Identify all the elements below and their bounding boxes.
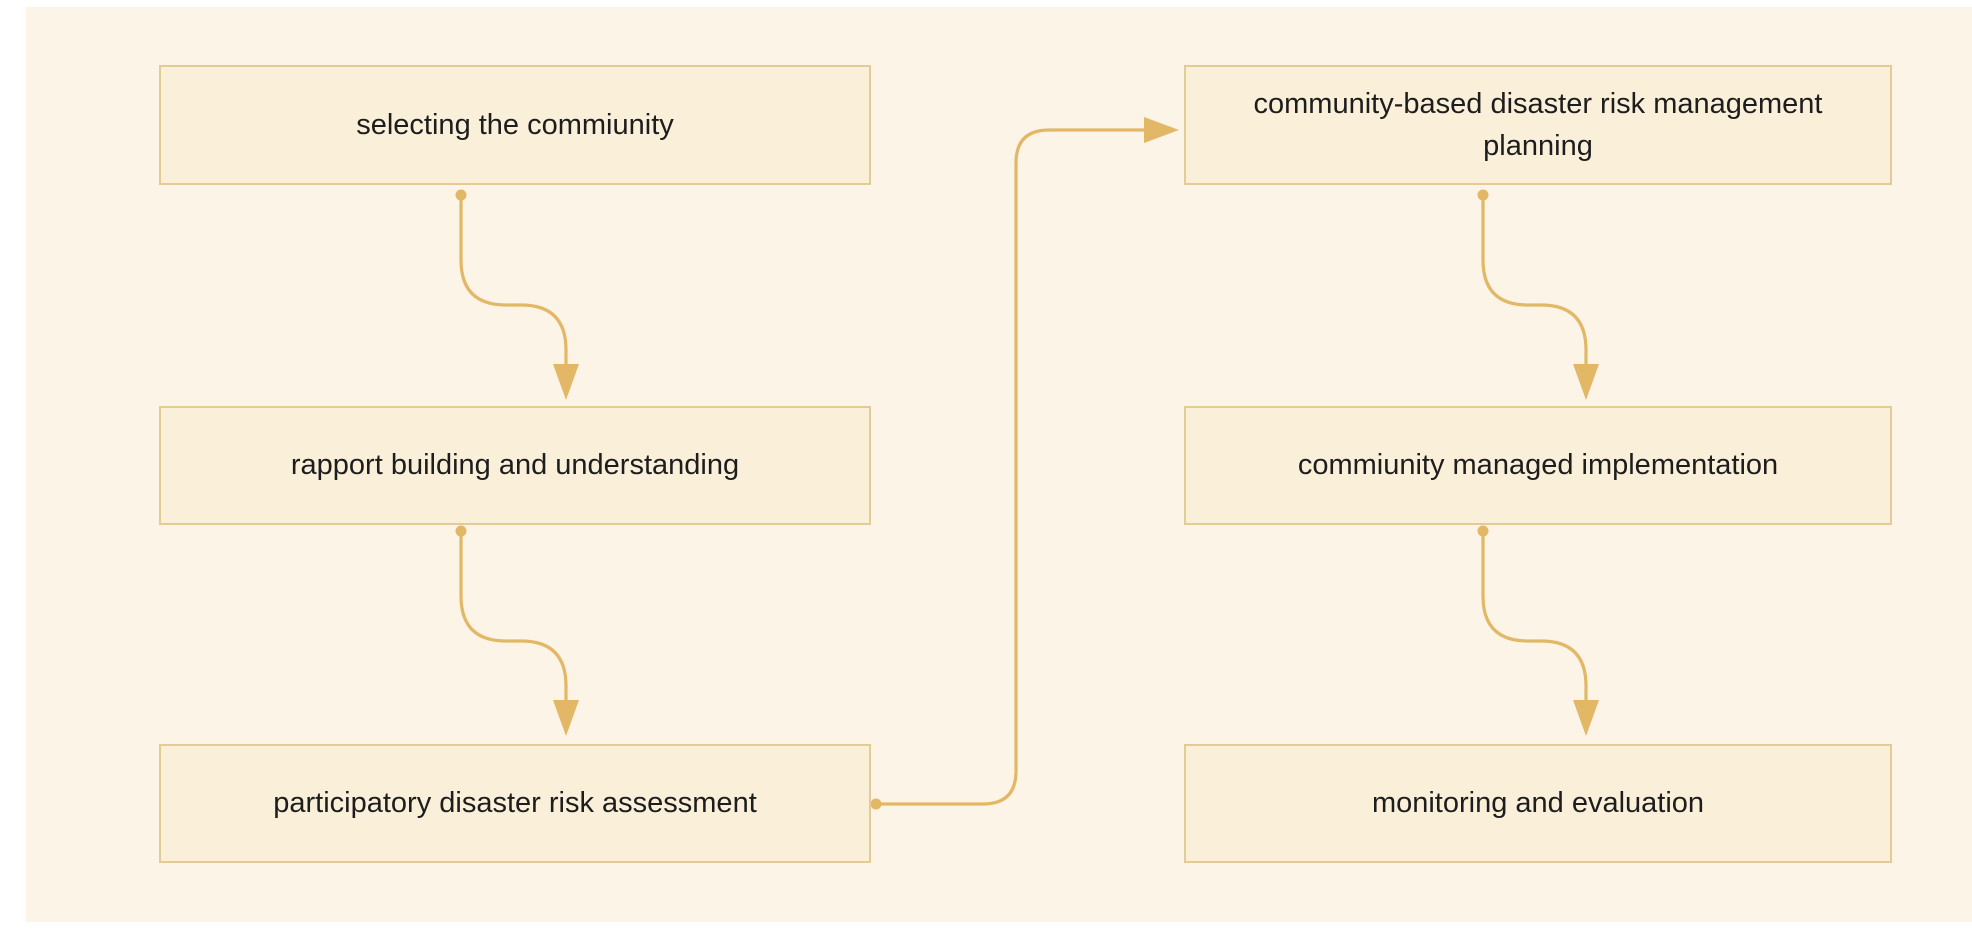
node-label: rapport building and understanding	[290, 449, 740, 482]
node-label: selecting the commiunity	[356, 108, 674, 141]
node-label: commiunity managed implementation	[1297, 449, 1779, 482]
node-rapport-building: rapport building and understanding	[159, 406, 871, 525]
edge-select-to-rapport	[455, 189, 579, 400]
edge-dra-to-planning	[870, 117, 1179, 810]
arrowhead-down-icon	[1573, 700, 1599, 736]
arrowhead-down-icon	[553, 700, 579, 736]
flowchart-canvas: selecting the commiunity rapport buildin…	[26, 7, 1972, 922]
node-selecting-community: selecting the commiunity	[159, 65, 871, 185]
edge-implementation-to-monitoring	[1477, 525, 1599, 736]
node-community-managed-implementation: commiunity managed implementation	[1184, 406, 1892, 525]
edge-planning-to-implementation	[1477, 189, 1599, 400]
node-label: community-based disaster risk management…	[1253, 87, 1823, 162]
node-label: participatory disaster risk assessment	[273, 787, 757, 820]
node-participatory-dra: participatory disaster risk assessment	[159, 744, 871, 863]
arrowhead-right-icon	[1144, 117, 1179, 143]
node-label: monitoring and evaluation	[1371, 787, 1705, 820]
edge-rapport-to-dra	[455, 525, 579, 736]
node-monitoring-evaluation: monitoring and evaluation	[1184, 744, 1892, 863]
arrowhead-down-icon	[553, 364, 579, 400]
arrowhead-down-icon	[1573, 364, 1599, 400]
node-cbdrm-planning: community-based disaster risk management…	[1184, 65, 1892, 185]
